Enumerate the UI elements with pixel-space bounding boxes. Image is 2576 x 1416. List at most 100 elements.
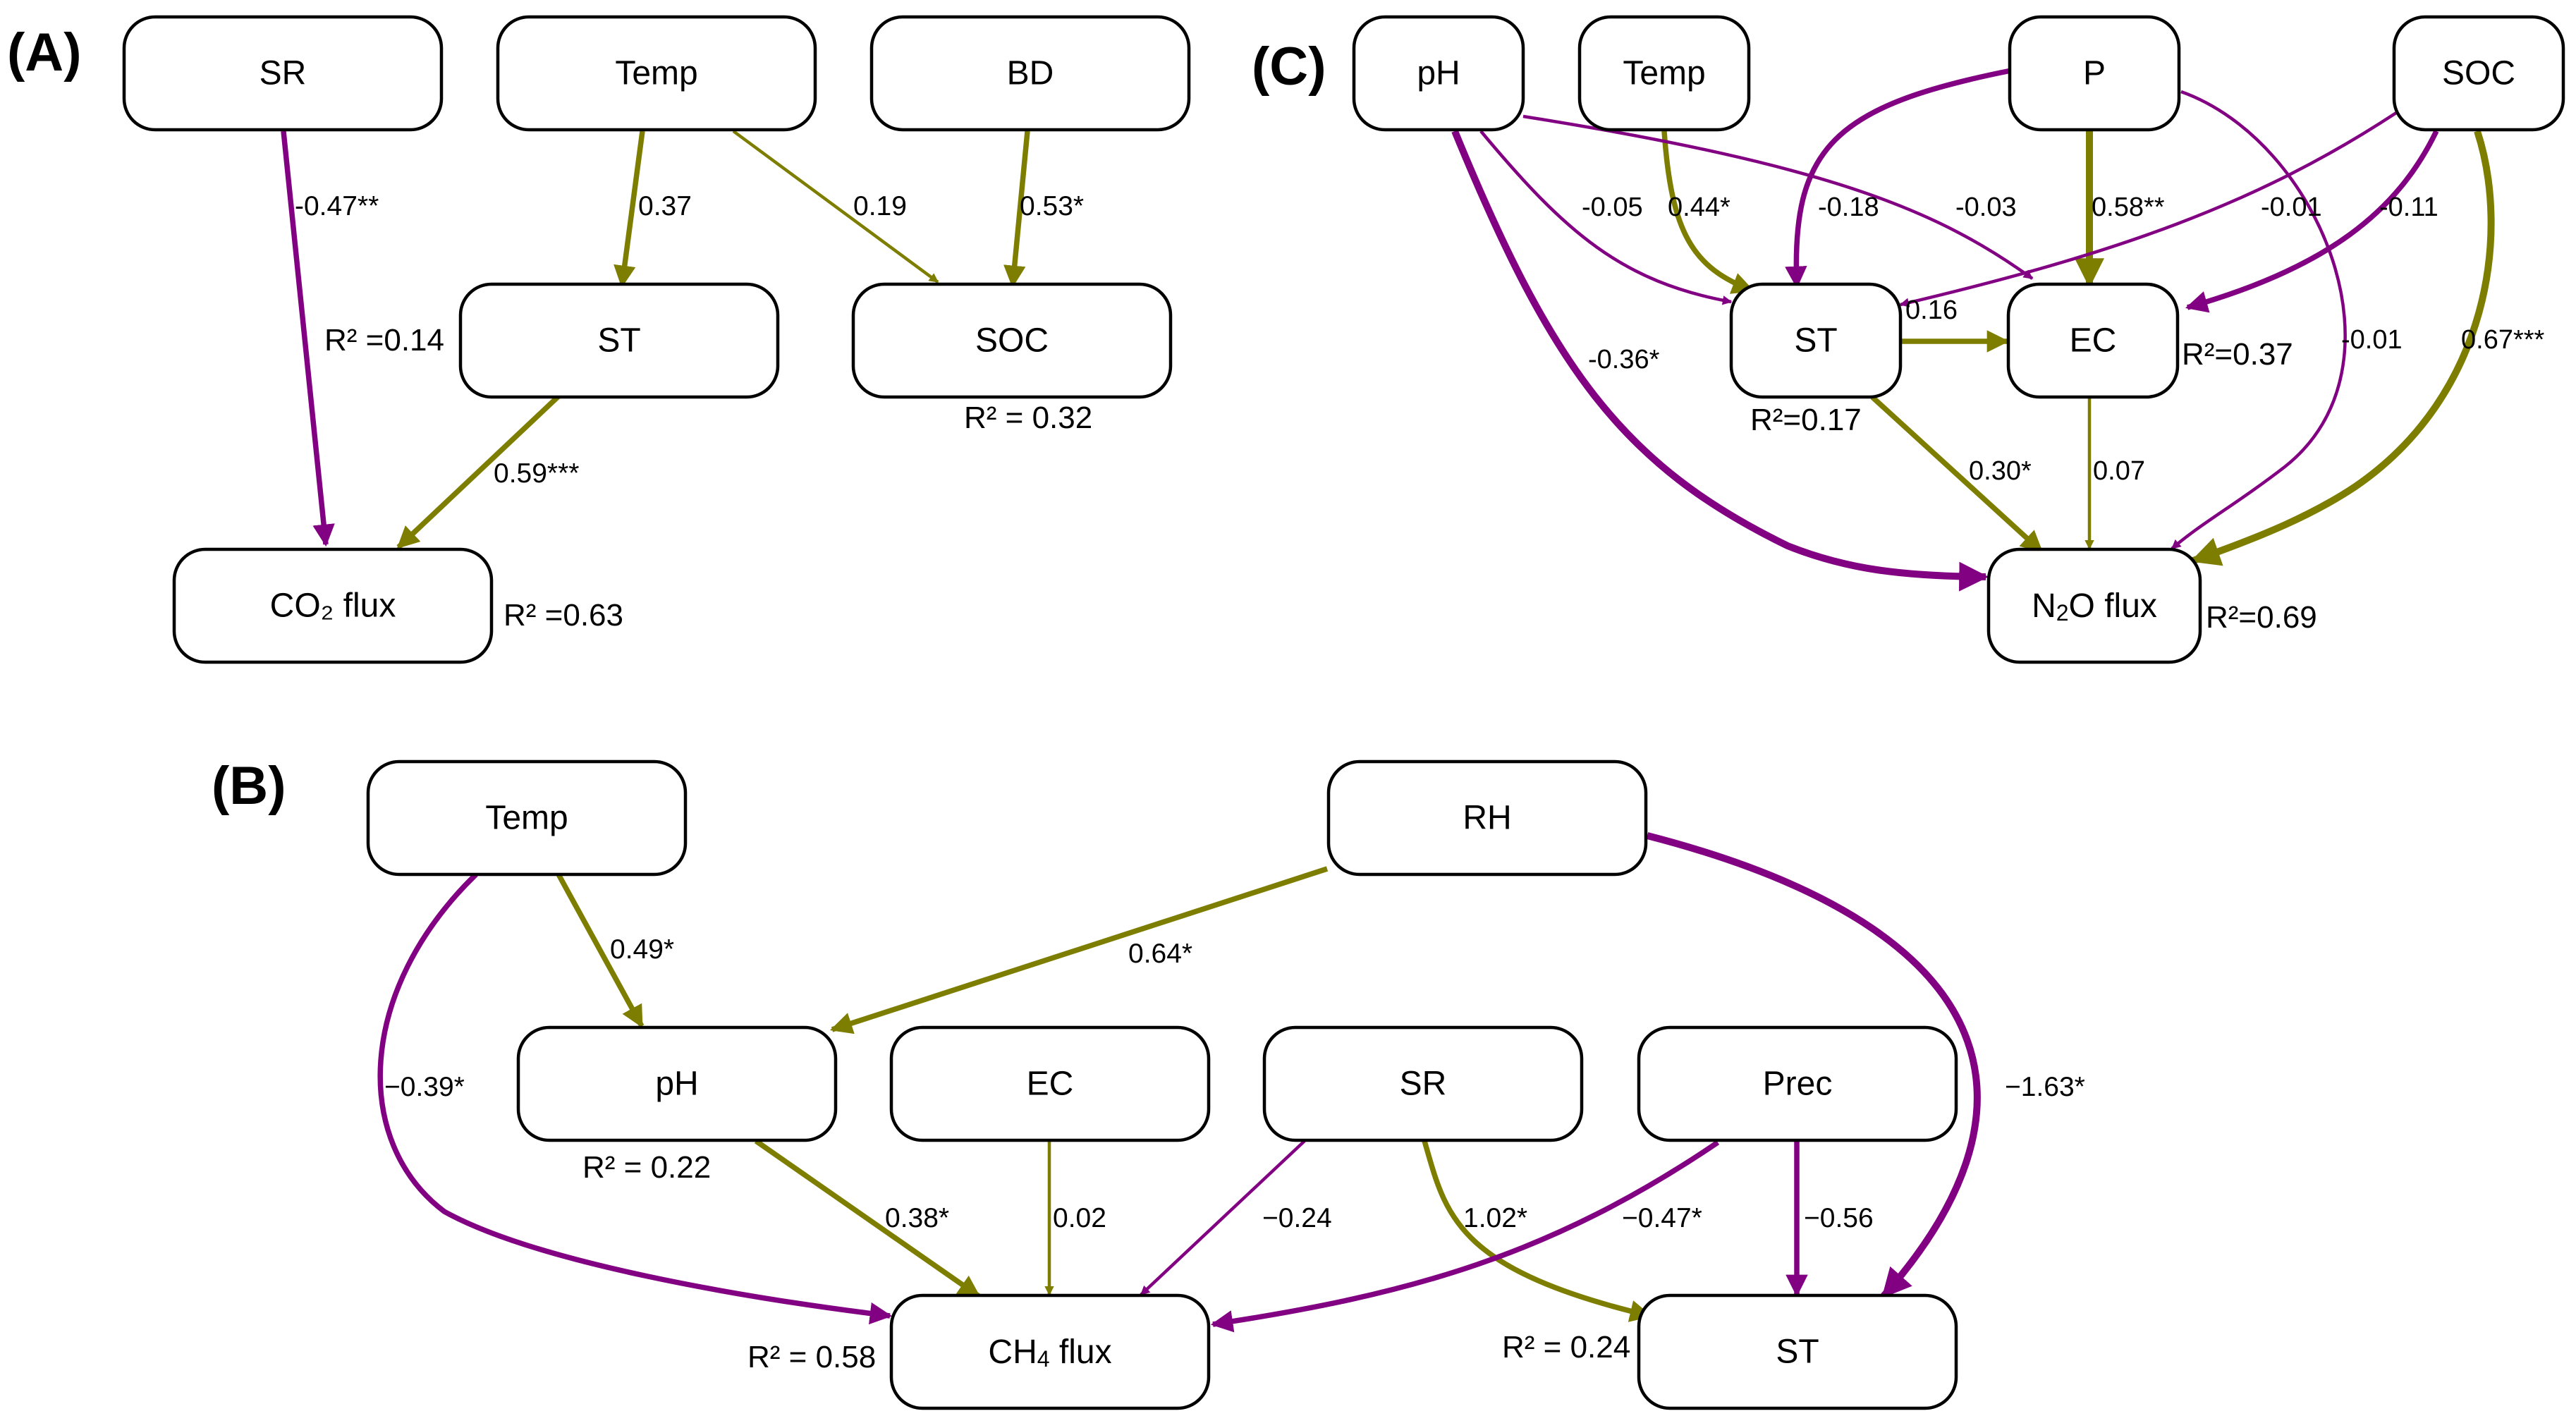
coef-c-ph-ec: -0.03: [1955, 193, 2017, 222]
node-b-rh-label: RH: [1463, 800, 1511, 837]
node-c-ph: pH: [1352, 15, 1525, 132]
coef-b-prec-st: −0.56: [1804, 1203, 1874, 1233]
node-a-st: ST: [458, 282, 780, 399]
node-b-prec: Prec: [1637, 1025, 1958, 1142]
r2-b-ch4: R² = 0.58: [747, 1340, 876, 1374]
coef-c-soc-ec: -0.11: [2379, 193, 2438, 222]
node-c-n2o-flux: N2O flux: [1986, 547, 2202, 664]
ch4-subscript: 4: [1037, 1346, 1050, 1372]
node-c-p: P: [2008, 15, 2181, 132]
edge-b-temp-ph: [556, 873, 645, 1028]
node-b-st: ST: [1637, 1293, 1958, 1410]
edge-a-st-co2: [396, 393, 561, 549]
panel-c: (C) -0.05 0.44* -0.18 -0.03 0.58** -0.01…: [1252, 15, 2565, 664]
node-c-temp-label: Temp: [1623, 55, 1705, 92]
r2-c-ec: R²=0.37: [2182, 337, 2293, 372]
node-c-st: ST: [1729, 282, 1903, 399]
ch4-tail: flux: [1050, 1333, 1112, 1371]
node-c-soc: SOC: [2392, 15, 2565, 132]
node-a-temp-label: Temp: [615, 55, 697, 92]
edge-c-soc-st: [1899, 111, 2398, 307]
r2-c-st: R²=0.17: [1750, 403, 1862, 437]
coef-b-ph-ch4: 0.38*: [885, 1203, 949, 1233]
node-b-temp-label: Temp: [485, 800, 568, 837]
edge-a-bd-soc: [1003, 130, 1030, 288]
node-a-bd-label: BD: [1007, 55, 1054, 92]
ch4-base: CH: [988, 1333, 1037, 1371]
panel-a: (A) -0.47** 0.37 0.19 0.53* 0.59*** SR T…: [7, 15, 1191, 664]
node-b-ec-label: EC: [1027, 1066, 1074, 1103]
edge-c-st-n2o: [1870, 395, 2044, 554]
node-c-n2o-flux-label: N2O flux: [2032, 587, 2157, 626]
node-c-ph-label: pH: [1417, 55, 1460, 92]
edge-b-ph-ch4: [754, 1138, 981, 1299]
coef-b-prec-ch4: −0.47*: [1622, 1203, 1702, 1233]
node-c-st-label: ST: [1794, 322, 1837, 360]
n2o-subscript: 2: [2056, 600, 2069, 625]
edge-b-prec-ch4: [1210, 1140, 1720, 1333]
edge-b-sr-st: [1422, 1140, 1653, 1322]
coef-c-st-ec: 0.16: [1905, 295, 1958, 325]
node-a-co2-flux: CO₂ flux: [172, 547, 494, 664]
coef-b-temp-ch4: −0.39*: [384, 1072, 465, 1102]
coef-c-p-ec: 0.58**: [2092, 193, 2165, 222]
coef-c-soc-st: -0.01: [2261, 193, 2322, 222]
node-c-ec-label: EC: [2070, 322, 2117, 360]
edge-c-ph-ec: [1522, 114, 2034, 280]
node-a-sr: SR: [122, 15, 444, 132]
panel-c-label: (C): [1252, 37, 1326, 97]
node-b-ch4-flux-label: CH4 flux: [988, 1333, 1111, 1372]
node-b-rh: RH: [1326, 759, 1648, 877]
panel-a-label: (A): [7, 23, 82, 83]
coef-a-temp-st: 0.37: [638, 191, 692, 221]
node-b-sr: SR: [1262, 1025, 1584, 1142]
edge-b-rh-st: [1646, 832, 1981, 1299]
coef-a-st-co2: 0.59***: [494, 458, 579, 489]
coef-a-temp-soc: 0.19: [853, 191, 907, 221]
node-a-sr-label: SR: [260, 55, 307, 92]
r2-b-ph: R² = 0.22: [582, 1150, 711, 1185]
edge-c-soc-n2o: [2190, 130, 2495, 566]
node-b-st-label: ST: [1776, 1333, 1819, 1371]
edge-c-temp-st: [1661, 130, 1754, 294]
coef-a-sr-co2: -0.47**: [295, 191, 379, 221]
coef-c-ec-n2o: 0.07: [2093, 456, 2145, 486]
node-b-ph: pH: [516, 1025, 838, 1142]
n2o-tail: O flux: [2069, 587, 2157, 625]
coef-b-temp-ph: 0.49*: [610, 934, 674, 965]
node-b-temp: Temp: [366, 759, 688, 877]
node-c-soc-label: SOC: [2442, 55, 2515, 92]
node-a-st-label: ST: [597, 322, 640, 360]
r2-a-co2: R² =0.63: [503, 598, 623, 633]
node-c-p-label: P: [2083, 55, 2106, 92]
node-a-co2-flux-label: CO₂ flux: [270, 587, 396, 625]
node-b-prec-label: Prec: [1763, 1066, 1833, 1103]
node-c-ec: EC: [2006, 282, 2180, 399]
node-c-temp: Temp: [1577, 15, 1751, 132]
edge-b-sr-ch4: [1140, 1140, 1306, 1296]
panel-b-label: (B): [212, 756, 286, 816]
panel-b: (B) 0.49* 0.64* −0.39* −1.63* 0.38* 0.02…: [212, 756, 2085, 1410]
coef-c-temp-st: 0.44*: [1668, 193, 1730, 222]
node-b-ch4-flux: CH4 flux: [889, 1293, 1211, 1410]
edge-c-ph-st: [1479, 130, 1733, 305]
r2-c-n2o: R²=0.69: [2206, 600, 2317, 635]
edge-c-ph-n2o: [1451, 130, 1989, 592]
node-a-temp: Temp: [496, 15, 817, 132]
coef-b-sr-st: 1.02*: [1463, 1203, 1527, 1233]
node-a-soc-label: SOC: [975, 322, 1049, 360]
edge-b-rh-ph: [830, 866, 1329, 1034]
coef-a-bd-soc: 0.53*: [1020, 191, 1084, 221]
coef-c-p-n2o: -0.01: [2341, 325, 2403, 355]
r2-b-st: R² = 0.24: [1502, 1330, 1630, 1365]
node-b-ec: EC: [889, 1025, 1211, 1142]
coef-c-p-st: -0.18: [1818, 193, 1879, 222]
edge-c-p-st: [1785, 68, 2012, 289]
coef-b-rh-ph: 0.64*: [1128, 939, 1192, 969]
edge-a-temp-soc: [732, 130, 939, 283]
edge-b-temp-ch4: [377, 872, 893, 1325]
edge-c-soc-ec: [2185, 130, 2439, 313]
node-b-sr-label: SR: [1400, 1066, 1447, 1103]
node-a-bd: BD: [869, 15, 1191, 132]
coef-c-ph-n2o: -0.36*: [1588, 345, 1660, 374]
